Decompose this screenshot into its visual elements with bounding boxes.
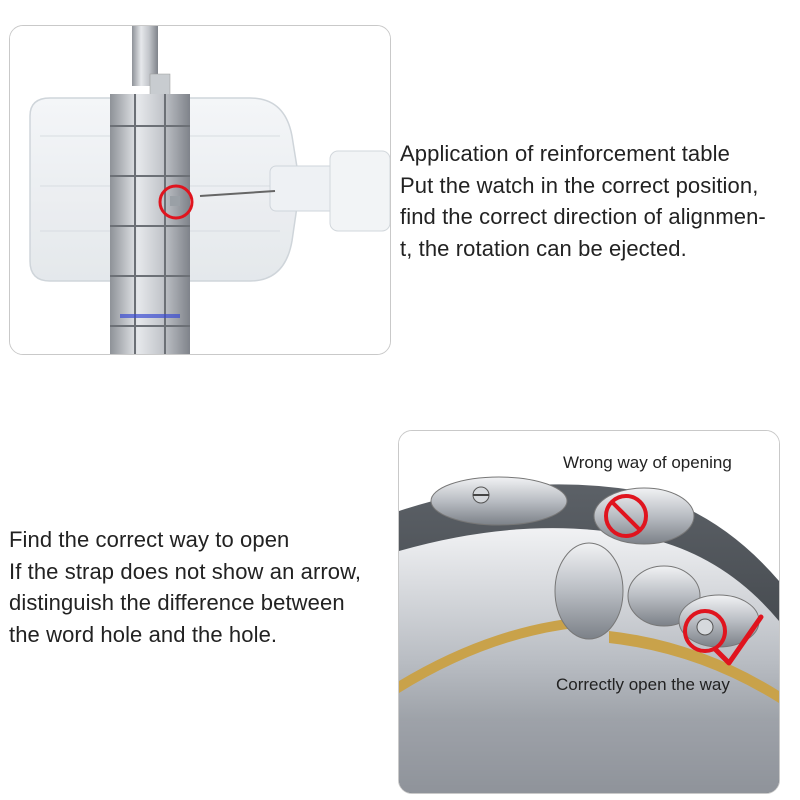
instruction-title: Application of reinforcement table — [400, 141, 730, 166]
instruction-line: Put the watch in the correct position, — [400, 172, 759, 198]
tool-photo-panel — [9, 25, 391, 355]
instruction-line: the word hole and the hole. — [9, 621, 278, 647]
correct-way-caption: Correctly open the way — [556, 675, 730, 694]
instruction-title: Find the correct way to open — [9, 527, 290, 552]
strap-tool-illustration — [10, 26, 390, 354]
forbidden-icon — [604, 494, 648, 538]
instruction-line: If the strap does not show an arrow, — [9, 558, 362, 584]
checkmark-icon — [683, 609, 764, 666]
instruction-line: find the correct direction of alignmen- — [400, 204, 766, 229]
strap-links-illustration — [399, 431, 779, 793]
instruction-line: t, the rotation can be ejected. — [400, 235, 687, 261]
opening-instructions: Find the correct way to open If the stra… — [9, 524, 361, 650]
reinforcement-instructions: Application of reinforcement table Put t… — [400, 138, 766, 264]
strap-closeup-panel: Wrong way of opening Correctly open the … — [398, 430, 780, 794]
instruction-line: distinguish the difference between — [9, 590, 345, 615]
wrong-way-caption: Wrong way of opening — [563, 453, 732, 472]
